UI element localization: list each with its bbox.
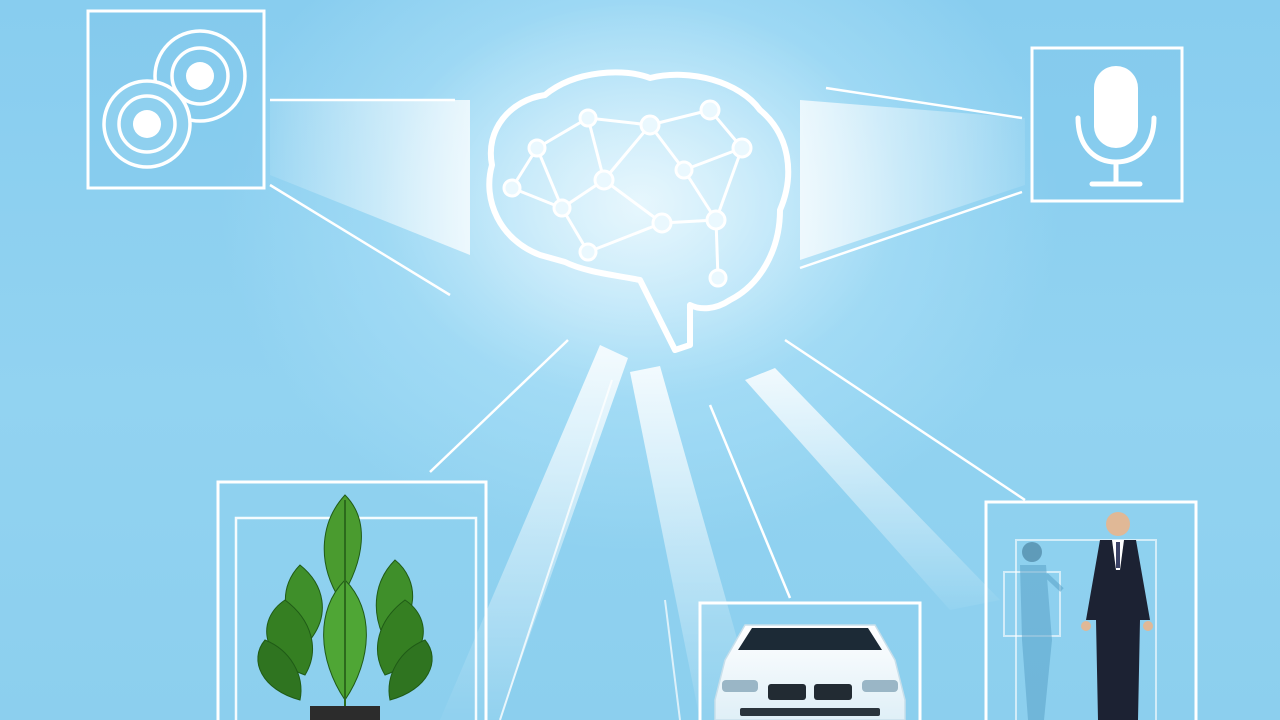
man-figure — [1081, 512, 1153, 720]
camera-lens-box — [86, 9, 266, 190]
beam-left-top — [270, 100, 470, 255]
microphone-icon — [1075, 66, 1157, 187]
camera-lens-icon — [102, 29, 247, 169]
beam-down-right — [745, 368, 1000, 610]
ray-down-2 — [499, 379, 613, 720]
ray-down-5 — [664, 599, 681, 720]
microphone-box — [1030, 46, 1184, 203]
brain-glow — [380, 0, 900, 400]
ray-down-3 — [708, 404, 792, 599]
brain-network-icon — [486, 69, 792, 353]
woman-figure — [1020, 542, 1064, 720]
ray-down-1 — [429, 339, 569, 473]
plant-box — [216, 480, 488, 720]
ray-left-2 — [269, 183, 451, 297]
ray-right-1 — [825, 86, 1023, 120]
car-box — [698, 601, 922, 720]
people-box — [984, 500, 1198, 720]
beam-right-top — [800, 100, 1025, 260]
ray-right-2 — [799, 190, 1023, 270]
ray-down-4 — [784, 338, 1026, 502]
car-image — [714, 624, 906, 720]
plant-image — [257, 494, 433, 720]
beam-down-center — [630, 366, 760, 720]
